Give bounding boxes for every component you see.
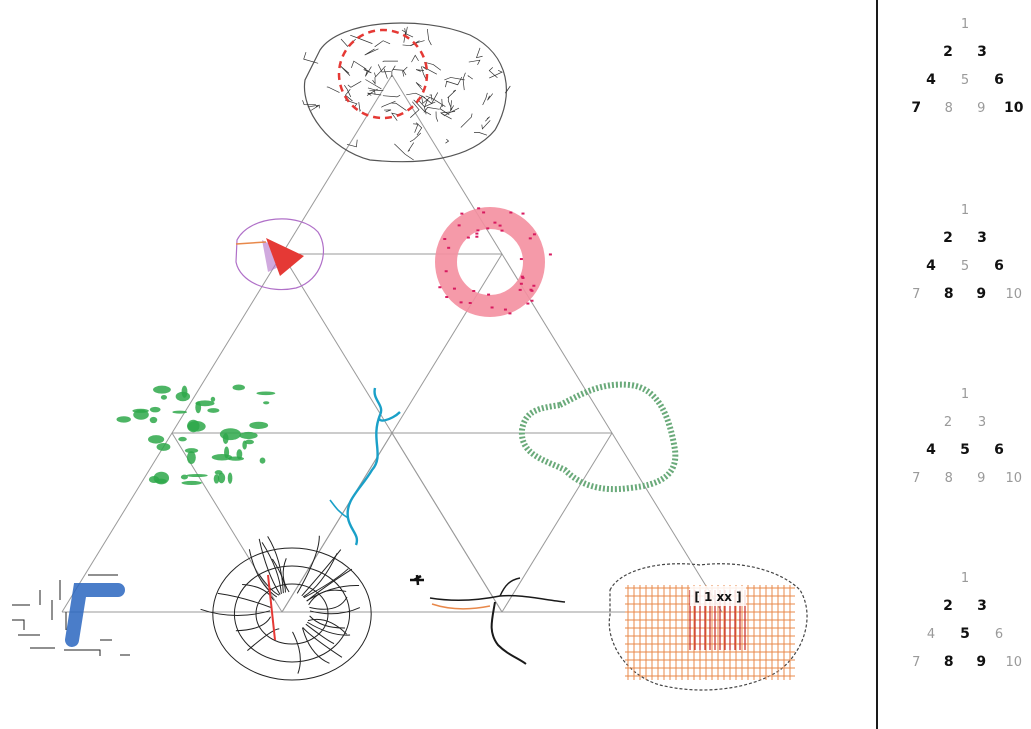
legend-number-6: 6 bbox=[994, 442, 1004, 458]
legend-number-5: 5 bbox=[960, 442, 970, 458]
lattice-right-edge bbox=[391, 74, 723, 613]
vertical-divider bbox=[876, 0, 878, 729]
legend-number-3: 3 bbox=[977, 598, 987, 614]
legend-row: 7 8 9 10 bbox=[900, 280, 1030, 308]
legend-number-9: 9 bbox=[976, 654, 987, 670]
legend-row: 7 8 9 10 bbox=[900, 464, 1030, 492]
legend-number-10: 10 bbox=[1004, 100, 1024, 116]
legend-number-10: 10 bbox=[1005, 286, 1023, 302]
legend-number-7: 7 bbox=[912, 654, 921, 670]
triangle-diagram: [ 1 xx ] bbox=[12, 22, 808, 691]
lattice-left-edge bbox=[61, 74, 393, 613]
legend-number-10: 10 bbox=[1005, 470, 1023, 486]
legend-row: 7 8 9 10 bbox=[900, 94, 1030, 122]
legend-number-7: 7 bbox=[911, 100, 922, 116]
legend-number-2: 2 bbox=[943, 44, 953, 60]
legend-number-9: 9 bbox=[977, 100, 986, 116]
legend-number-4: 4 bbox=[926, 258, 936, 274]
legend-number-2: 2 bbox=[943, 598, 953, 614]
legend-number-10: 10 bbox=[1005, 654, 1023, 670]
legend-number-2: 2 bbox=[943, 230, 953, 246]
lattice-diag-d bbox=[501, 432, 613, 613]
node-6-green-boundary-icon bbox=[518, 381, 679, 493]
legend-number-8: 8 bbox=[943, 286, 954, 302]
legend-number-3: 3 bbox=[977, 44, 987, 60]
legend-number-5: 5 bbox=[960, 626, 970, 642]
legend-number-8: 8 bbox=[944, 100, 953, 116]
legend-number-6: 6 bbox=[994, 258, 1004, 274]
legend-number-5: 5 bbox=[960, 72, 970, 88]
legend-row: 7 8 9 10 bbox=[900, 648, 1030, 676]
lattice-diag-e bbox=[281, 432, 393, 613]
legend-row: 4 5 6 bbox=[900, 436, 1030, 464]
legend-number-7: 7 bbox=[912, 470, 921, 486]
triangle-lattice bbox=[61, 74, 723, 613]
legend-number-4: 4 bbox=[926, 442, 936, 458]
legend-number-1: 1 bbox=[960, 16, 970, 32]
legend-number-7: 7 bbox=[912, 286, 921, 302]
node-8-road-network-icon bbox=[200, 535, 372, 681]
legend-row: 1 bbox=[900, 564, 1030, 592]
legend-number-8: 8 bbox=[944, 470, 953, 486]
legend-number-3: 3 bbox=[977, 414, 987, 430]
node-10-orange-grid-city-icon: [ 1 xx ] bbox=[608, 563, 808, 691]
legend-number-1: 1 bbox=[960, 386, 970, 402]
legend-number-3: 3 bbox=[977, 230, 987, 246]
legend-number-2: 2 bbox=[943, 414, 953, 430]
node-9-railway-airport-icon bbox=[410, 574, 566, 665]
legend-row: 4 5 6 bbox=[900, 252, 1030, 280]
node-10-badge: [ 1 xx ] bbox=[694, 590, 741, 604]
node-4-green-patches-icon bbox=[116, 384, 276, 486]
legend-number-1: 1 bbox=[960, 202, 970, 218]
legend-row: 1 bbox=[900, 10, 1030, 38]
legend-row: 4 5 6 bbox=[900, 620, 1030, 648]
legend-number-9: 9 bbox=[976, 286, 987, 302]
node-1-dense-street-network-icon bbox=[302, 22, 511, 163]
legend-number-4: 4 bbox=[926, 626, 936, 642]
node-7-blue-corner-block-icon bbox=[12, 574, 130, 656]
legend-number-1: 1 bbox=[960, 570, 970, 586]
legend-row: 1 bbox=[900, 380, 1030, 408]
legend-number-6: 6 bbox=[994, 72, 1004, 88]
legend-row: 1 bbox=[900, 196, 1030, 224]
node-3-pink-ring-icon bbox=[435, 207, 552, 317]
legend-number-8: 8 bbox=[943, 654, 954, 670]
node-2-red-triangle-center-icon bbox=[235, 218, 325, 291]
lattice-diag-f bbox=[391, 432, 503, 613]
legend-number-4: 4 bbox=[926, 72, 936, 88]
legend-number-9: 9 bbox=[977, 470, 986, 486]
legend-number-5: 5 bbox=[960, 258, 970, 274]
legend-row: 4 5 6 bbox=[900, 66, 1030, 94]
legend-number-6: 6 bbox=[994, 626, 1004, 642]
node-5-blue-river-icon bbox=[329, 387, 401, 546]
